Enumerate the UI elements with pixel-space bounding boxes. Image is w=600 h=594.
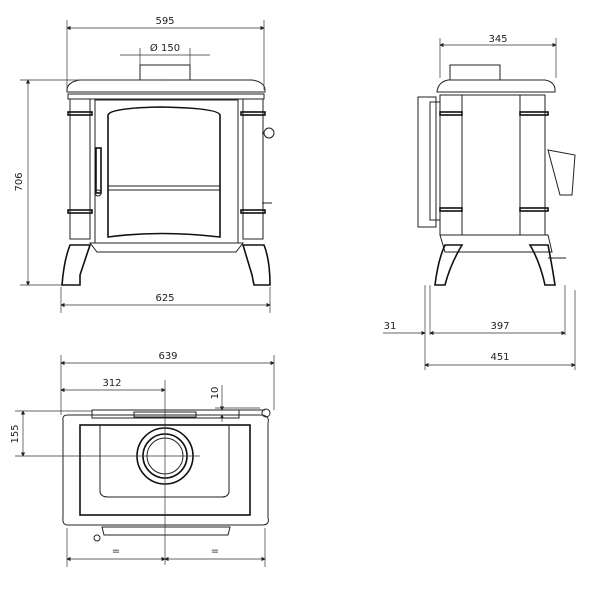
dim-top-equal-left: = bbox=[112, 546, 120, 557]
side-dimensions: 345 31 397 451 bbox=[383, 34, 576, 370]
dim-top-width-total: 639 bbox=[158, 351, 177, 362]
dim-flue-diameter: Ø 150 bbox=[150, 42, 180, 54]
dim-side-offset: 31 bbox=[384, 321, 397, 332]
side-view bbox=[417, 64, 576, 286]
dim-side-depth-total: 451 bbox=[490, 352, 509, 363]
front-view bbox=[61, 64, 275, 286]
dim-side-depth-body: 397 bbox=[490, 321, 509, 332]
dim-front-width-top: 595 bbox=[155, 16, 174, 27]
dim-top-flue-center-y: 155 bbox=[10, 424, 21, 443]
top-view bbox=[62, 380, 271, 565]
front-dimensions: 595 Ø 150 706 625 bbox=[14, 16, 271, 313]
top-dimensions: 639 312 10 155 = = bbox=[10, 351, 275, 567]
dim-front-width-base: 625 bbox=[155, 293, 174, 304]
dim-front-height: 706 bbox=[14, 172, 25, 191]
dim-top-flue-offset: 10 bbox=[210, 387, 221, 400]
dim-top-equal-right: = bbox=[211, 546, 219, 557]
dim-top-flue-center-x: 312 bbox=[102, 378, 121, 389]
dim-side-depth-top: 345 bbox=[488, 34, 507, 45]
